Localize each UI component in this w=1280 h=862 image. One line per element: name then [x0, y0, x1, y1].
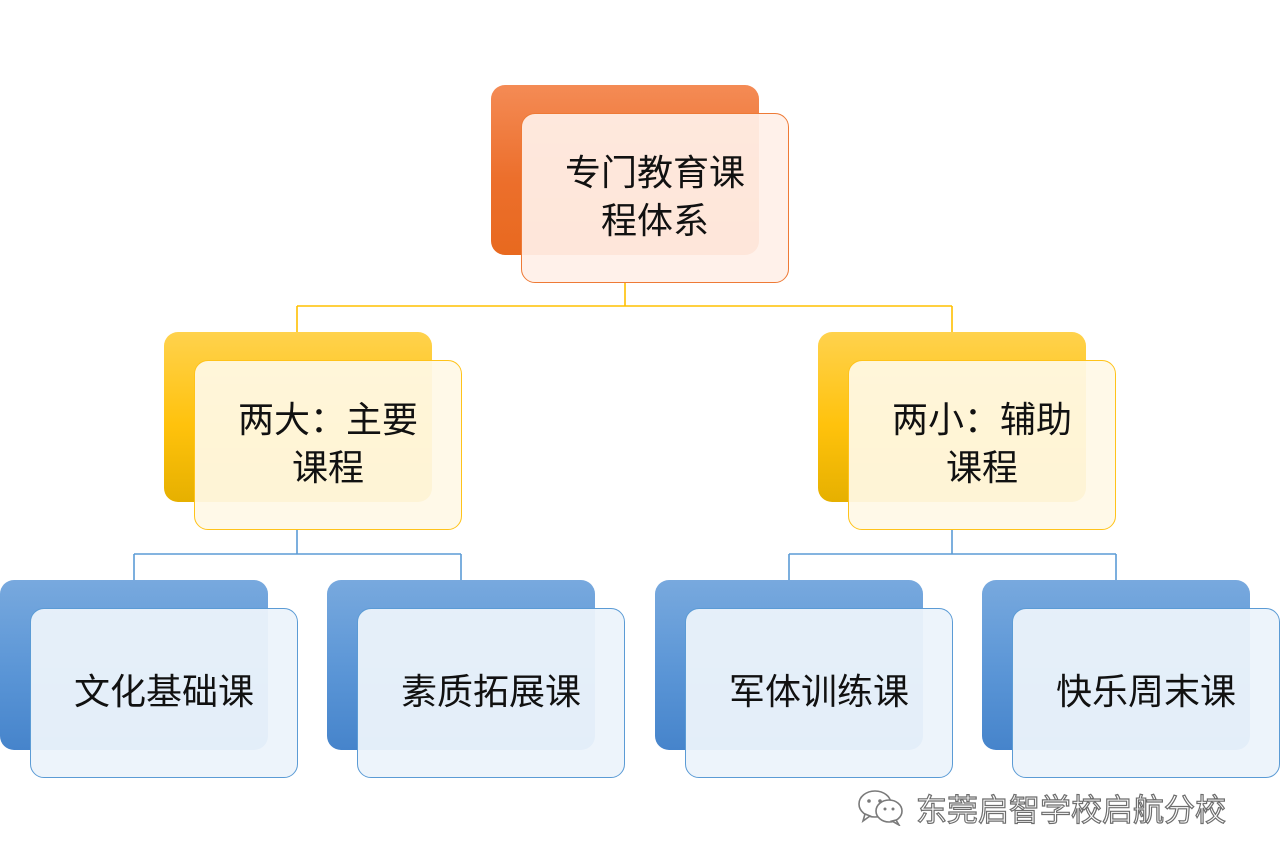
root-node-card: 专门教育课程体系 [521, 113, 789, 283]
leaf-node-label: 快乐周末课 [1055, 672, 1236, 713]
leaf-node-card: 快乐周末课 [1012, 608, 1280, 778]
leaf-node-label: 军体训练课 [728, 672, 909, 713]
leaf-node-label: 素质拓展课 [400, 672, 581, 713]
wechat-icon [858, 790, 903, 826]
branch-node-card: 两大：主要课程 [194, 360, 462, 530]
branch-node-card: 两小：辅助课程 [848, 360, 1116, 530]
leaf-node-card: 军体训练课 [685, 608, 953, 778]
leaf-node-card: 素质拓展课 [357, 608, 625, 778]
watermark-text: 东莞启智学校启航分校 [915, 792, 1226, 829]
branch-node-label: 两小：辅助课程 [891, 400, 1072, 489]
leaf-node-label: 文化基础课 [73, 672, 254, 713]
branch-node-label: 两大：主要课程 [237, 400, 418, 489]
watermark: 东莞启智学校启航分校 [856, 784, 1227, 830]
root-node-label: 专门教育课程体系 [564, 153, 745, 242]
leaf-node-card: 文化基础课 [30, 608, 298, 778]
